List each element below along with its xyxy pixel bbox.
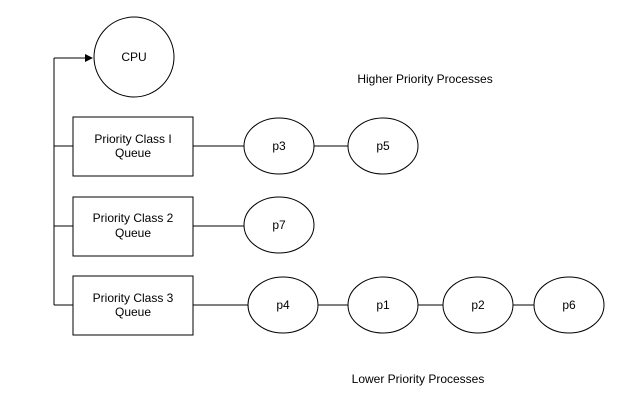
process-node-p2 [442,276,514,334]
process-label-p5: p5 [376,139,390,153]
queue-3-label: Priority Class 3 [93,291,174,305]
process-label-p2: p2 [471,298,485,312]
arrowhead-into-cpu [85,54,93,62]
process-label-p1: p1 [376,298,390,312]
process-node-p5 [347,117,419,175]
queue-1-label: Priority Class I [94,132,171,146]
queue-2-label: Priority Class 2 [93,211,174,225]
queue-to-cpu-connector [53,57,86,306]
cpu-label: CPU [121,50,146,64]
process-label-p3: p3 [272,139,286,153]
queue-box-3 [72,275,194,336]
process-label-p4: p4 [276,298,290,312]
queue-3-sublabel: Queue [115,305,151,319]
queue-row-1: Priority Class I Queue p3 p5 [72,116,419,177]
queue-box-2 [72,196,194,257]
higher-priority-caption: Higher Priority Processes [357,72,492,86]
process-node-p1 [347,276,419,334]
cpu-node: CPU [93,16,175,98]
process-node-p7 [243,196,315,254]
queue-row-3: Priority Class 3 Queue p4 p1 p2 p6 [72,275,605,336]
process-node-p6 [533,276,605,334]
process-label-p6: p6 [562,298,576,312]
queue-row-2: Priority Class 2 Queue p7 [72,196,315,257]
process-node-p3 [243,117,315,175]
process-node-p4 [247,276,319,334]
cpu-circle [93,16,175,98]
process-label-p7: p7 [272,218,286,232]
queue-box-1 [72,116,194,177]
lower-priority-caption: Lower Priority Processes [352,372,485,386]
queue-1-sublabel: Queue [115,146,151,160]
queue-2-sublabel: Queue [115,226,151,240]
